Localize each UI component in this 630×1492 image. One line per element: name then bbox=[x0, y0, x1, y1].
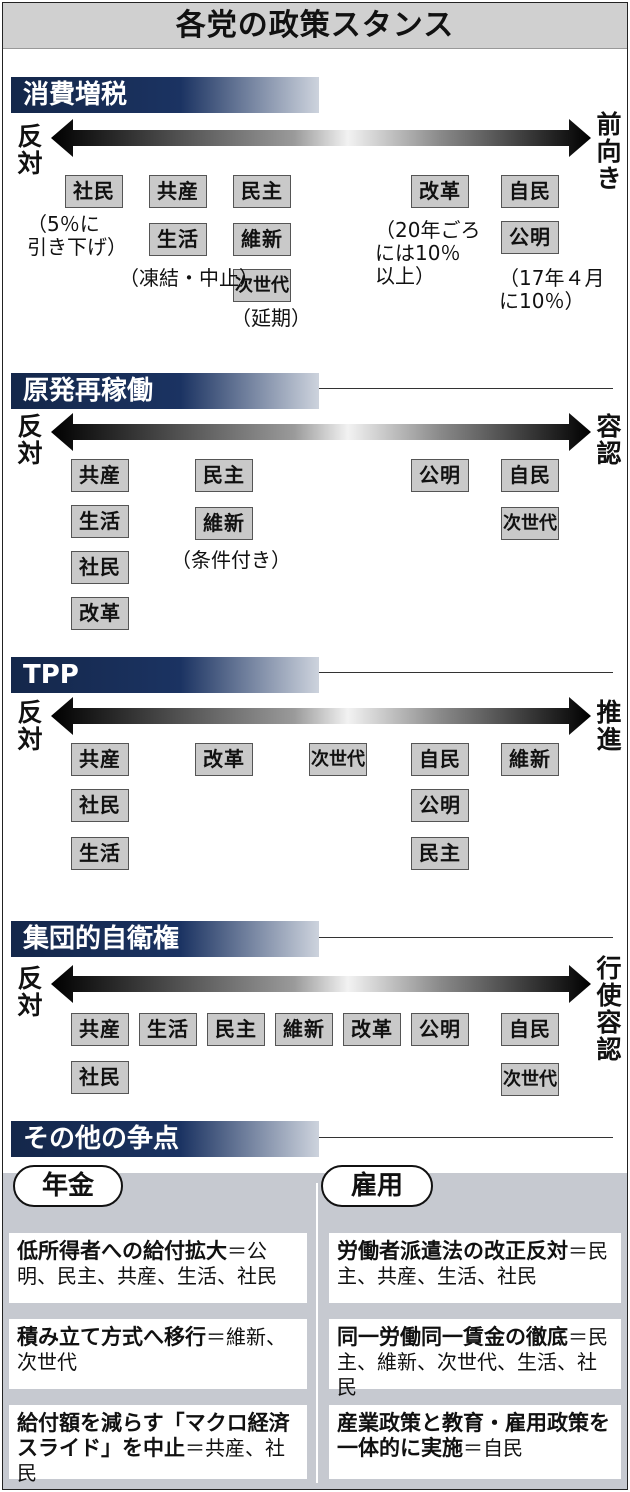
party-kaikaku: 改革 bbox=[343, 1013, 401, 1046]
section-rule bbox=[319, 388, 613, 389]
section-heading-nuclear: 原発再稼働 bbox=[11, 373, 319, 409]
pension-item: 給付額を減らす「マクロ経済スライド」を中止＝共産、社民 bbox=[9, 1405, 307, 1485]
left-label-4: 反対 bbox=[17, 964, 43, 1020]
party-kyosan: 共産 bbox=[71, 459, 129, 492]
left-label-2: 反対 bbox=[17, 412, 43, 468]
section-rule bbox=[319, 937, 613, 938]
party-jisedai: 次世代 bbox=[233, 269, 291, 302]
pension-item-title: 低所得者への給付拡大 bbox=[17, 1239, 227, 1263]
party-ishin: 維新 bbox=[501, 743, 559, 776]
employment-item-parties: 民主、維新、次世代、生活、社民 bbox=[337, 1325, 608, 1399]
party-minshu: 民主 bbox=[195, 459, 253, 492]
party-shamin: 社民 bbox=[71, 789, 129, 822]
right-label-2: 容認 bbox=[596, 412, 622, 468]
employment-item: 産業政策と教育・雇用政策を一体的に実施＝自民 bbox=[329, 1405, 621, 1479]
section-heading-consumption-tax: 消費増税 bbox=[11, 77, 319, 113]
party-kaikaku: 改革 bbox=[195, 743, 253, 776]
party-kaikaku: 改革 bbox=[71, 597, 129, 630]
employment-item: 労働者派遣法の改正反対＝民主、共産、生活、社民 bbox=[329, 1233, 621, 1303]
party-minshu: 民主 bbox=[207, 1013, 265, 1046]
pension-item-parties: 共産、社民 bbox=[17, 1436, 285, 1485]
stance-arrow-1 bbox=[51, 119, 591, 157]
left-label-3: 反対 bbox=[17, 698, 43, 754]
party-kyosan: 共産 bbox=[71, 743, 129, 776]
employment-label: 雇用 bbox=[321, 1165, 433, 1207]
stance-arrow-4 bbox=[51, 965, 591, 1003]
right-label-4: 行使容認 bbox=[596, 954, 622, 1064]
party-jisedai: 次世代 bbox=[309, 743, 367, 776]
party-jisedai: 次世代 bbox=[501, 507, 559, 540]
note-postpone: （延期） bbox=[231, 306, 311, 330]
party-jisedai: 次世代 bbox=[501, 1063, 559, 1096]
party-komei: 公明 bbox=[501, 221, 559, 254]
pension-item-title: 積み立て方式へ移行 bbox=[17, 1325, 206, 1349]
employment-item: 同一労働同一賃金の徹底＝民主、維新、次世代、生活、社民 bbox=[329, 1319, 621, 1399]
right-label-3: 推進 bbox=[596, 698, 622, 754]
section-rule bbox=[319, 672, 613, 673]
employment-item-title: 産業政策と教育・雇用政策を一体的に実施 bbox=[337, 1411, 610, 1460]
page-title: 各党の政策スタンス bbox=[3, 3, 627, 49]
party-kyosan: 共産 bbox=[149, 175, 207, 208]
section-heading-other-issues: その他の争点 bbox=[11, 1121, 319, 1157]
party-jimin: 自民 bbox=[501, 459, 559, 492]
party-komei: 公明 bbox=[411, 789, 469, 822]
party-komei: 公明 bbox=[411, 1013, 469, 1046]
party-minshu: 民主 bbox=[411, 837, 469, 870]
note-2017: （17年４月 に10％） bbox=[499, 266, 605, 313]
party-seikatsu: 生活 bbox=[71, 837, 129, 870]
party-seikatsu: 生活 bbox=[139, 1013, 197, 1046]
pension-item-parties: 公明、民主、共産、生活、社民 bbox=[17, 1239, 277, 1288]
section-heading-collective-defense: 集団的自衛権 bbox=[11, 921, 319, 957]
note-2020: （20年ごろ には10％ 以上） bbox=[375, 218, 481, 288]
party-ishin: 維新 bbox=[233, 223, 291, 256]
party-ishin: 維新 bbox=[195, 507, 253, 540]
note-5pct: （5％に 引き下げ） bbox=[27, 212, 127, 259]
party-shamin: 社民 bbox=[71, 1061, 129, 1094]
pension-label: 年金 bbox=[13, 1165, 123, 1207]
party-shamin: 社民 bbox=[65, 175, 123, 208]
employment-item-parties: 民主、共産、生活、社民 bbox=[337, 1239, 608, 1288]
party-jimin: 自民 bbox=[501, 1013, 559, 1046]
pension-item-title: 給付額を減らす「マクロ経済スライド」を中止 bbox=[17, 1411, 290, 1460]
section-rule bbox=[319, 1137, 613, 1138]
party-seikatsu: 生活 bbox=[71, 505, 129, 538]
party-shamin: 社民 bbox=[71, 551, 129, 584]
left-label-1: 反対 bbox=[17, 122, 43, 178]
party-jimin: 自民 bbox=[411, 743, 469, 776]
party-seikatsu: 生活 bbox=[149, 223, 207, 256]
pension-item: 低所得者への給付拡大＝公明、民主、共産、生活、社民 bbox=[9, 1233, 307, 1303]
column-divider bbox=[316, 1183, 318, 1483]
pension-item-parties: 維新、次世代 bbox=[17, 1325, 286, 1374]
party-minshu: 民主 bbox=[233, 175, 291, 208]
pension-item: 積み立て方式へ移行＝維新、次世代 bbox=[9, 1319, 307, 1389]
party-jimin: 自民 bbox=[501, 175, 559, 208]
party-kyosan: 共産 bbox=[71, 1013, 129, 1046]
section-heading-tpp: TPP bbox=[11, 657, 319, 693]
note-conditional: （条件付き） bbox=[171, 548, 291, 572]
party-komei: 公明 bbox=[411, 459, 469, 492]
stance-arrow-2 bbox=[51, 413, 591, 451]
right-label-1: 前向き bbox=[596, 110, 622, 193]
employment-item-parties: 自民 bbox=[483, 1436, 523, 1460]
party-kaikaku: 改革 bbox=[411, 175, 469, 208]
employment-item-title: 同一労働同一賃金の徹底 bbox=[337, 1325, 568, 1349]
note-freeze: （凍結・中止） bbox=[119, 266, 259, 290]
party-ishin: 維新 bbox=[275, 1013, 333, 1046]
stance-arrow-3 bbox=[51, 697, 591, 735]
employment-item-title: 労働者派遣法の改正反対 bbox=[337, 1239, 568, 1263]
